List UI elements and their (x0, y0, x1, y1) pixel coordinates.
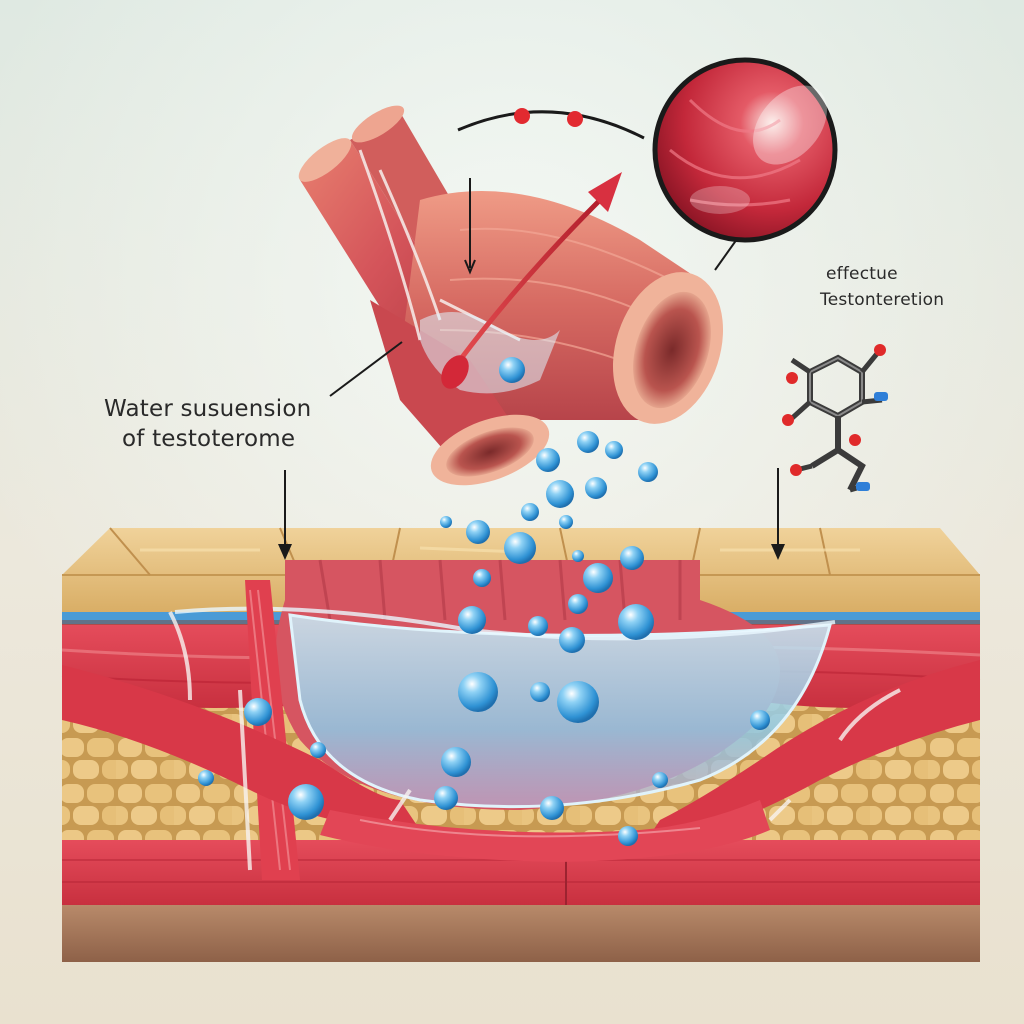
effect-label-line2: Testonteretion (820, 290, 945, 310)
arrow-down-left (278, 470, 292, 560)
muscle-fiber-right-diagonal (640, 660, 980, 850)
tissue-base-layer (62, 905, 980, 962)
zoom-connector-arc (457, 110, 645, 140)
pointer-line-water-label (329, 341, 403, 397)
effect-label-line1: effectue (826, 264, 898, 284)
connector-dot-right (567, 111, 583, 127)
molecule-oxygen-atom (874, 344, 886, 356)
zoom-circle (652, 57, 838, 243)
muscle-fiber-left-diagonal (62, 665, 420, 830)
connector-dot-left (514, 108, 530, 124)
molecule-structure (782, 344, 888, 493)
injection-needle (441, 172, 622, 389)
tissue-block (61, 527, 981, 962)
bubbles (198, 357, 770, 846)
arrow-down-right (771, 468, 785, 560)
water-suspension-label-line2: of testoterome (122, 426, 296, 452)
muscle-fiber-bottom (320, 800, 770, 862)
water-suspension-label-line1: Water susuension (104, 396, 312, 422)
molecule-nitrogen-atom (874, 392, 888, 401)
